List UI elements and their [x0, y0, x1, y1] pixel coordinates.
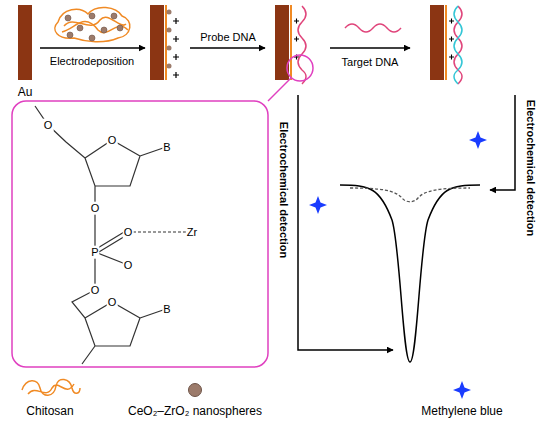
legend-sample	[22, 379, 80, 395]
electrode-label: Au	[18, 86, 33, 100]
target-dna	[345, 24, 401, 32]
step-label: Target DNA	[342, 56, 399, 69]
legend-text: Methylene blue	[421, 405, 502, 419]
atom-label: O	[90, 284, 101, 297]
detection-arrow	[298, 95, 393, 350]
coordination-bond	[128, 231, 190, 232]
atom-label: O	[107, 134, 118, 147]
nanosphere	[167, 46, 172, 51]
atom-label: O	[123, 259, 134, 272]
base-label: B	[162, 303, 171, 316]
atom-label: O	[43, 119, 54, 132]
base-label: B	[162, 141, 171, 154]
legend-text: CeO₂–ZrO₂ nanospheres	[128, 405, 262, 419]
step-arrow	[330, 47, 410, 49]
nanosphere	[89, 35, 95, 41]
nanosphere	[167, 28, 172, 33]
nanosphere	[167, 10, 172, 15]
nanosphere	[111, 13, 117, 19]
step-label: Probe DNA	[200, 31, 256, 44]
chemical-bond	[35, 106, 166, 364]
positive-charge	[449, 19, 454, 60]
zoom-box	[12, 101, 268, 367]
detection-label: Electrochemical detection	[278, 122, 291, 258]
chitosan-strand	[55, 7, 130, 41]
atom-label: O	[90, 202, 101, 215]
atom-label: O	[123, 226, 134, 239]
peak-curve	[340, 185, 480, 362]
target-dna	[454, 6, 462, 84]
chitosan-film	[165, 5, 167, 80]
positive-charge	[294, 19, 299, 60]
probe-dna	[454, 6, 462, 84]
chitosan-strand	[64, 17, 126, 26]
nanosphere	[67, 32, 73, 38]
nanosphere	[65, 15, 71, 21]
step-arrow	[40, 47, 145, 49]
nanosphere	[167, 64, 172, 69]
legend-text: Chitosan	[26, 405, 73, 419]
positive-charge	[173, 18, 179, 78]
gold-electrode	[18, 5, 32, 80]
atom-label: Zr	[186, 226, 198, 239]
nanosphere	[117, 25, 123, 31]
detection-arrow	[490, 95, 515, 190]
legend-sample	[453, 381, 471, 399]
hybridized-electrode	[430, 5, 444, 80]
step-arrow	[190, 47, 265, 49]
zoom-leader	[268, 78, 291, 101]
methylene-blue	[309, 196, 327, 214]
nanosphere	[101, 27, 107, 33]
zoom-circle	[287, 55, 313, 81]
atom-label: P	[90, 246, 99, 259]
step-label: Electrodeposition	[50, 55, 134, 68]
chitosan-strand	[62, 22, 128, 33]
weak-peak-curve	[350, 188, 470, 202]
chitosan-film	[445, 5, 447, 80]
modified-electrode	[150, 5, 164, 80]
nanosphere	[77, 25, 83, 31]
chitosan-film	[290, 5, 292, 80]
methylene-blue	[469, 131, 487, 149]
legend-swatch	[188, 383, 202, 397]
nanosphere	[89, 13, 95, 19]
detection-label: Electrochemical detection	[525, 100, 538, 236]
atom-label: O	[107, 296, 118, 309]
probe-dna	[298, 6, 306, 84]
